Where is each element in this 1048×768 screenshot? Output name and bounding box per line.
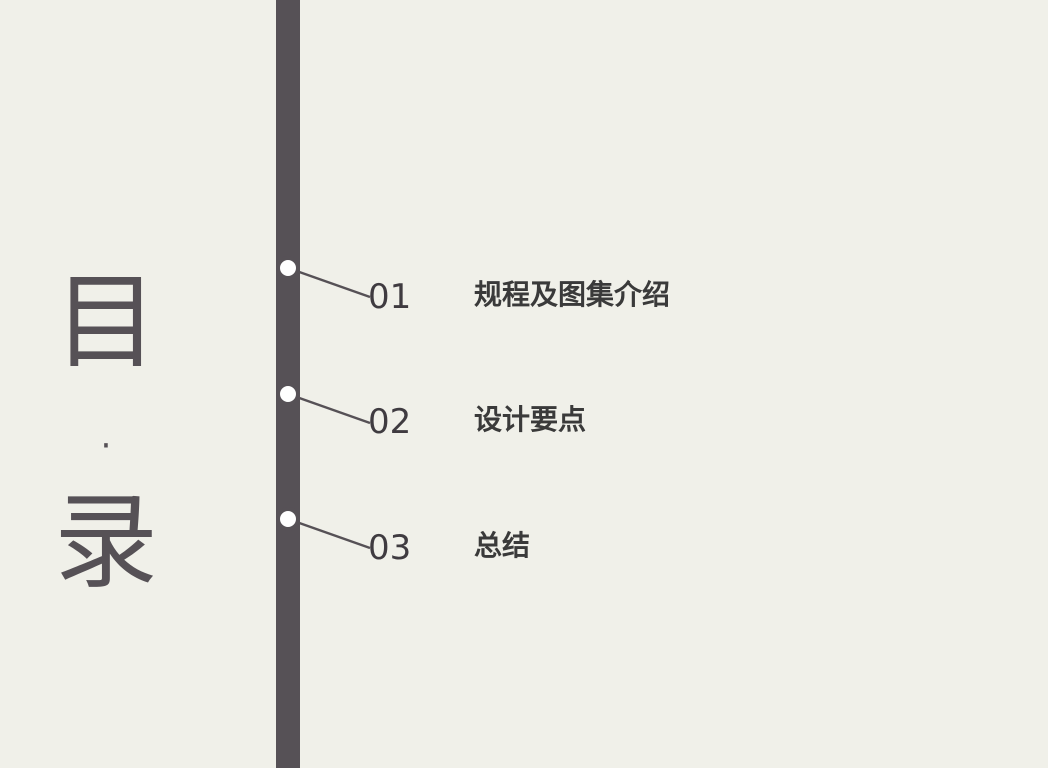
toc-title-dot: ·	[94, 404, 118, 486]
timeline-node-01	[276, 256, 300, 280]
toc-item-number-01: 01	[368, 277, 412, 317]
connector-line-01	[287, 266, 371, 299]
connector-line-03	[287, 517, 371, 550]
timeline-node-03	[276, 507, 300, 531]
toc-title-top-char: 目	[53, 261, 158, 383]
toc-item-number-02: 02	[368, 402, 412, 442]
toc-item-label-02[interactable]: 设计要点	[474, 403, 587, 436]
toc-title-bottom-char: 录	[53, 481, 158, 603]
toc-item-number-03: 03	[368, 528, 412, 568]
toc-item-label-01[interactable]: 规程及图集介绍	[474, 278, 671, 311]
toc-item-label-03[interactable]: 总结	[474, 529, 531, 562]
timeline-node-02	[276, 382, 300, 406]
connector-line-02	[287, 392, 371, 425]
